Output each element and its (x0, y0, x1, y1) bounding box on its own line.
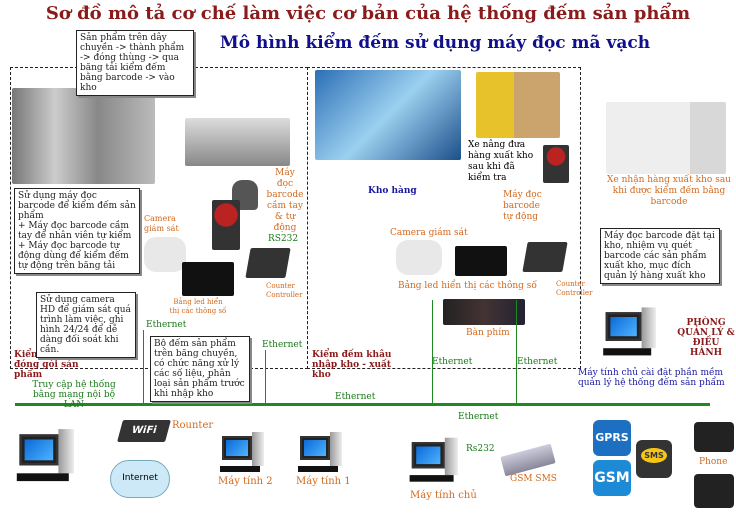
label-ethernet: Ethernet (458, 412, 499, 422)
label-ethernet: Ethernet (146, 320, 187, 330)
ethernet-link (143, 330, 144, 403)
forklift-photo (476, 72, 560, 138)
label-counter: Counter Controller (266, 282, 303, 299)
gsm-modem-icon (500, 443, 556, 477)
ethernet-link (265, 350, 266, 403)
note-camera-use: Sử dụng camera HD để giám sát quá trình … (36, 292, 136, 358)
pc-icon (16, 429, 76, 483)
label-camera: Camera giám sát (144, 214, 179, 233)
pc-icon (220, 432, 266, 474)
label-ethernet: Ethernet (432, 357, 473, 367)
pc-icon (298, 432, 344, 474)
phone-icon (694, 422, 734, 452)
management-pc-icon (603, 307, 659, 358)
main-pc-icon (409, 437, 460, 484)
camera-icon (396, 240, 442, 275)
diagram-title: Sơ đồ mô tả cơ chế làm việc cơ bản của h… (45, 3, 691, 24)
label-pc1: Máy tính 1 (296, 476, 351, 487)
camera-icon (144, 237, 186, 272)
ethernet-link (516, 300, 517, 403)
barcode-scanner-warehouse-icon (543, 145, 569, 183)
gprs-icon: GPRS (593, 420, 631, 456)
note-counter-use: Bộ đếm sản phẩm trên băng chuyền, có chứ… (150, 336, 250, 402)
label-led: Bảng led hiển thị các thông số (398, 281, 537, 291)
label-lan: Truy cập hệ thống bằng mạng nội bộ LAN (32, 380, 116, 410)
label-ethernet: Ethernet (517, 357, 558, 367)
label-zone-warehouse: Kiểm đếm khâu nhập kho - xuất kho (312, 350, 392, 380)
phone-icon (694, 474, 734, 508)
label-router: Rounter (172, 420, 214, 431)
led-display-icon (455, 246, 507, 276)
label-management: PHÒNG QUẢN LÝ & ĐIỀU HÀNH (677, 318, 735, 358)
label-rs232: RS232 (268, 234, 299, 244)
note-warehouse-scanner: Máy đọc barcode đặt tại kho, nhiệm vụ qu… (600, 228, 720, 284)
keyboard-icon (443, 299, 525, 325)
sms-bubble: SMS (641, 448, 667, 463)
note-line-flow: Sản phẩm trên dây chuyền -> thành phẩm -… (76, 30, 194, 96)
label-forklift: Xe nâng đưa hàng xuất kho sau khi đã kiể… (468, 140, 534, 183)
label-ethernet: Ethernet (335, 392, 376, 402)
label-keyboard: Bàn phím (466, 328, 510, 338)
warehouse-photo (315, 70, 461, 160)
bottling-line-photo (12, 88, 155, 184)
internet-cloud-icon (110, 460, 170, 498)
label-pc-main: Máy tính chủ (410, 490, 477, 501)
label-scanner-hand-auto: Máy đọc barcode cầm tay & tự động (266, 168, 304, 233)
label-ethernet: Ethernet (262, 340, 303, 350)
counter-controller-icon (245, 248, 291, 278)
label-gsm-sms: GSM SMS (510, 474, 557, 484)
gsm-icon: GSM (593, 460, 631, 496)
label-phone: Phone (699, 457, 728, 467)
sms-icon: SMS (636, 440, 672, 478)
note-barcode-use: Sử dụng máy đọc barcode để kiểm đếm sản … (14, 188, 140, 274)
ethernet-backbone (15, 403, 710, 406)
led-display-icon (182, 262, 234, 296)
label-truck: Xe nhận hàng xuất kho sau khi được kiểm … (607, 175, 731, 207)
label-warehouse: Kho hàng (368, 186, 417, 196)
label-counter: Counter Controller (556, 280, 593, 297)
label-pc2: Máy tính 2 (218, 476, 273, 487)
diagram-subtitle: Mô hình kiểm đếm sử dụng máy đọc mã vạch (219, 33, 651, 53)
label-rs232: Rs232 (466, 444, 495, 454)
label-internet: Internet (122, 473, 158, 483)
label-led: Bảng led hiển thị các thông số (169, 298, 227, 315)
truck-photo (606, 102, 726, 174)
label-scanner-auto: Máy đọc barcode tự động (503, 190, 542, 222)
wifi-router-icon: WiFi (117, 420, 171, 442)
ethernet-link (432, 300, 433, 403)
wifi-label: WiFi (130, 425, 158, 436)
label-server: Máy tính chủ cài đặt phần mềm quản lý hệ… (578, 368, 725, 388)
label-camera: Camera giám sát (390, 228, 468, 238)
zone-warehouse (307, 67, 581, 369)
counter-controller-icon (522, 242, 568, 272)
barcode-scanner-auto-icon (212, 200, 240, 250)
conveyor-photo (185, 118, 290, 166)
